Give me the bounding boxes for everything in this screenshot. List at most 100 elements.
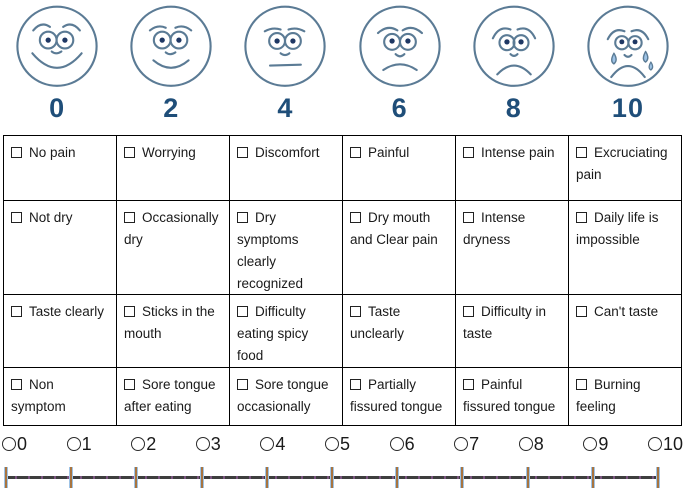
face-option-4: 4 bbox=[228, 4, 342, 122]
checkbox-icon[interactable] bbox=[463, 147, 474, 158]
radio-label: 7 bbox=[469, 433, 480, 454]
checkbox-icon[interactable] bbox=[11, 379, 22, 391]
face-score-label: 2 bbox=[163, 93, 180, 123]
table-cell: Can't taste bbox=[568, 294, 682, 369]
face-option-10: 10 bbox=[571, 4, 685, 122]
radio-option-7[interactable]: 7 bbox=[454, 434, 479, 455]
radio-circle-icon[interactable] bbox=[2, 437, 16, 452]
checkbox-icon[interactable] bbox=[463, 379, 474, 391]
cell-label: Partially fissured tongue bbox=[350, 377, 443, 414]
checkbox-icon[interactable] bbox=[11, 306, 22, 318]
checkbox-icon[interactable] bbox=[11, 212, 22, 223]
radio-option-0[interactable]: 0 bbox=[2, 434, 27, 455]
table-cell: Excruciating pain bbox=[568, 135, 682, 201]
checkbox-icon[interactable] bbox=[576, 147, 587, 158]
table-cell: Dry symptoms clearly recognized bbox=[229, 199, 343, 296]
radio-label: 2 bbox=[146, 433, 157, 454]
radio-option-3[interactable]: 3 bbox=[195, 433, 221, 455]
checkbox-icon[interactable] bbox=[124, 306, 135, 318]
ruler-tick bbox=[134, 467, 139, 488]
radio-label: 9 bbox=[598, 433, 609, 454]
cell-label: Occasionally dry bbox=[124, 210, 219, 247]
checkbox-icon[interactable] bbox=[237, 379, 248, 391]
face-crying-icon bbox=[587, 5, 669, 87]
ruler-tick bbox=[264, 467, 269, 488]
checkbox-icon[interactable] bbox=[350, 306, 361, 318]
ruler-tick bbox=[395, 467, 400, 488]
checkbox-icon[interactable] bbox=[576, 306, 587, 318]
radio-circle-icon[interactable] bbox=[454, 437, 469, 452]
cell-label: Not dry bbox=[29, 210, 73, 225]
checkbox-icon[interactable] bbox=[350, 147, 361, 158]
radio-label: 3 bbox=[210, 433, 221, 454]
radio-option-1[interactable]: 1 bbox=[66, 434, 92, 455]
radio-option-5[interactable]: 5 bbox=[324, 433, 350, 455]
cell-label: Sore tongue occasionally bbox=[237, 377, 329, 414]
radio-option-8[interactable]: 8 bbox=[518, 434, 544, 455]
ruler-tick bbox=[329, 467, 334, 488]
table-cell: Sticks in the mouth bbox=[116, 294, 230, 369]
checkbox-icon[interactable] bbox=[11, 147, 22, 158]
table-row: Non symptom Sore tongue after eating Sor… bbox=[3, 367, 682, 427]
checkbox-icon[interactable] bbox=[237, 147, 248, 158]
ruler-tick bbox=[199, 467, 204, 488]
table-cell: Occasionally dry bbox=[116, 199, 230, 296]
cell-label: Painful bbox=[368, 145, 410, 160]
radio-label: 5 bbox=[339, 433, 350, 454]
cell-label: Dry mouth and Clear pain bbox=[350, 210, 438, 247]
face-slightly-sad-icon bbox=[358, 5, 441, 87]
ruler-tick bbox=[460, 467, 465, 488]
checkbox-icon[interactable] bbox=[350, 212, 361, 223]
cell-label: Sticks in the mouth bbox=[124, 304, 215, 342]
radio-circle-icon[interactable] bbox=[324, 437, 339, 452]
radio-circle-icon[interactable] bbox=[131, 437, 146, 452]
radio-circle-icon[interactable] bbox=[389, 437, 404, 452]
cell-label: Daily life is impossible bbox=[576, 210, 659, 247]
checkbox-icon[interactable] bbox=[576, 379, 587, 391]
table-cell: Worrying bbox=[116, 135, 230, 201]
radio-option-9[interactable]: 9 bbox=[583, 434, 608, 455]
radio-option-2[interactable]: 2 bbox=[131, 434, 156, 455]
radio-circle-icon[interactable] bbox=[518, 437, 533, 452]
checkbox-icon[interactable] bbox=[124, 212, 135, 223]
face-score-label: 4 bbox=[277, 93, 294, 123]
table-cell: Partially fissured tongue bbox=[342, 367, 456, 427]
table-cell: Sore tongue occasionally bbox=[229, 367, 343, 427]
face-option-6: 6 bbox=[343, 4, 457, 122]
checkbox-icon[interactable] bbox=[350, 379, 361, 391]
table-row: Taste clearly Sticks in the mouth Diffic… bbox=[3, 294, 682, 369]
checkbox-icon[interactable] bbox=[124, 379, 135, 391]
face-score-label: 10 bbox=[611, 93, 644, 123]
radio-option-4[interactable]: 4 bbox=[260, 434, 285, 455]
table-cell: Taste clearly bbox=[3, 294, 117, 369]
table-cell: Taste unclearly bbox=[342, 294, 456, 369]
cell-label: Intense pain bbox=[481, 145, 555, 160]
ruler-tick bbox=[69, 467, 74, 488]
ruler-tick bbox=[590, 467, 595, 488]
radio-option-6[interactable]: 6 bbox=[389, 434, 415, 455]
radio-circle-icon[interactable] bbox=[195, 437, 210, 452]
table-cell: Difficulty in taste bbox=[455, 294, 569, 369]
face-option-2: 2 bbox=[114, 4, 228, 122]
checkbox-icon[interactable] bbox=[463, 212, 474, 223]
checkbox-icon[interactable] bbox=[576, 212, 587, 223]
radio-option-10[interactable]: 10 bbox=[647, 433, 683, 455]
table-cell: Burning feeling bbox=[568, 367, 682, 427]
cell-label: Taste unclearly bbox=[350, 304, 405, 342]
cell-label: Dry symptoms clearly recognized bbox=[237, 210, 304, 291]
checkbox-icon[interactable] bbox=[124, 147, 135, 158]
radio-label: 10 bbox=[662, 433, 683, 454]
radio-circle-icon[interactable] bbox=[647, 437, 662, 452]
face-sad-icon bbox=[473, 5, 555, 87]
numeric-pain-scale: 0 1 2 3 4 5 6 7 8 9 10 bbox=[2, 431, 683, 457]
radio-circle-icon[interactable] bbox=[66, 437, 81, 452]
cell-label: Intense dryness bbox=[463, 210, 526, 247]
radio-circle-icon[interactable] bbox=[583, 437, 598, 452]
face-option-8: 8 bbox=[457, 4, 571, 122]
checkbox-icon[interactable] bbox=[237, 212, 248, 223]
radio-label: 0 bbox=[17, 433, 28, 454]
checkbox-icon[interactable] bbox=[463, 306, 474, 318]
radio-circle-icon[interactable] bbox=[260, 437, 275, 452]
checkbox-icon[interactable] bbox=[237, 306, 248, 318]
cell-label: Burning feeling bbox=[576, 377, 641, 414]
